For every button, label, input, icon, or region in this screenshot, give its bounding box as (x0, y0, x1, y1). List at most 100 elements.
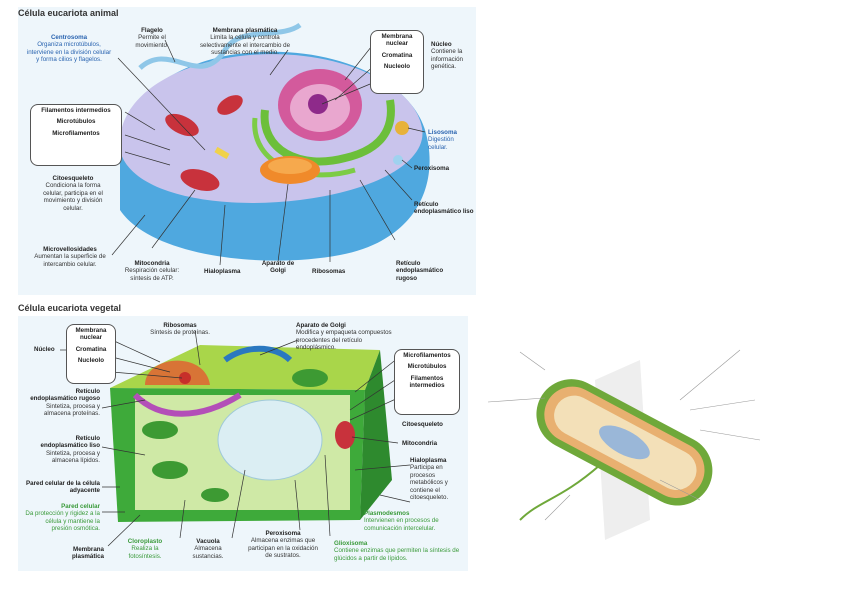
nucleoid (599, 425, 650, 460)
animal-label-golgi: Aparato de Golgi (258, 260, 298, 275)
animal-microvellosidades-name: Microvellosidades (43, 246, 97, 253)
plant-hialoplasma-desc: Participa en procesos metabólicos y cont… (410, 464, 449, 502)
centrosome (214, 146, 230, 160)
plant-nucleolo: Nucleolo (77, 357, 105, 365)
plant-label-rel: Retículo endoplasmático liso Sintetiza, … (30, 435, 100, 465)
animal-centrosoma-name: Centrosoma (50, 34, 88, 41)
plant-label-hialoplasma: Hialoplasma Participa en procesos metabó… (410, 457, 464, 501)
plant-nucleus (145, 360, 210, 385)
plant-label-pared-adyacente: Pared celular de la célula adyacente (24, 480, 100, 495)
plant-filamentos: Filamentos intermedios (409, 374, 445, 390)
animal-label-lisosoma: Lisosoma Digestión celular. (428, 129, 472, 151)
animal-nucleo-name: Núcleo (431, 41, 452, 48)
animal-label-membrana: Membrana plasmática Limita la célula y c… (198, 27, 292, 57)
peroxisome (393, 155, 403, 165)
plant-rel-name: Retículo endoplasmático liso (40, 435, 100, 450)
animal-nucleolo: Nucleolo (383, 63, 411, 71)
plant-label-rer: Retículo endoplasmático rugoso Sintetiza… (30, 388, 100, 418)
plant-label-peroxisoma: Peroxisoma Almacena enzimas que particip… (248, 530, 318, 560)
mitochondrion-3 (217, 95, 243, 115)
mitochondrion-2 (180, 169, 220, 191)
plant-label-ribosomas: Ribosomas Síntesis de proteínas. (140, 322, 220, 337)
lysosome (395, 121, 409, 135)
animal-flagelo-name: Flagelo (141, 27, 163, 34)
plant-nucleolus (179, 372, 191, 384)
animal-nucleo-desc: Contiene la información genética. (431, 48, 463, 71)
animal-label-hialoplasma: Hialoplasma (204, 268, 254, 275)
animal-ribosomas: Ribosomas (312, 268, 346, 275)
animal-label-rer: Retículo endoplasmático rugoso (396, 260, 458, 282)
animal-hialoplasma: Hialoplasma (204, 268, 241, 275)
animal-filamentos: Filamentos intermedios (41, 107, 111, 114)
plant-membrana: Membrana plasmática (72, 546, 104, 561)
plant-leader-lines (60, 329, 411, 547)
plant-peroxisoma-desc: Almacena enzimas que participan en la ox… (248, 537, 318, 560)
plant-cloroplasto-desc: Realiza la fotosíntesis. (128, 545, 162, 560)
animal-peroxisoma: Peroxisoma (414, 165, 450, 172)
chloroplast-4 (201, 488, 229, 502)
chloroplast-1 (142, 421, 178, 439)
animal-nucleus-labels: Membrana nuclear Cromatina Nucleolo (370, 30, 424, 94)
animal-citoesqueleto-desc: Condiciona la forma celular, participa e… (43, 182, 103, 212)
animal-rer: Retículo endoplasmático rugoso (396, 260, 444, 282)
plant-plasmodesmos-name: Plasmodesmos (364, 510, 410, 517)
animal-lisosoma-name: Lisosoma (428, 129, 457, 136)
animal-lisosoma-desc: Digestión celular. (428, 136, 454, 151)
animal-cromatina: Cromatina (381, 51, 413, 59)
plant-vacuola-name: Vacuola (196, 538, 220, 545)
plant-glioxisoma-name: Glioxisoma (334, 540, 368, 547)
plant-panel-title: Célula eucariota vegetal (18, 303, 122, 313)
animal-label-peroxisoma: Peroxisoma (414, 165, 474, 172)
animal-cytoskeleton-labels: Filamentos intermedios Microtúbulos Micr… (30, 104, 122, 166)
plant-cromatina: Cromatina (75, 345, 107, 353)
plant-pared-name: Pared celular (61, 503, 100, 510)
animal-nucleolus (308, 94, 328, 114)
animal-panel-title: Célula eucariota animal (18, 8, 119, 18)
flagellum (138, 22, 302, 70)
plant-label-golgi: Aparato de Golgi Modifica y empaqueta co… (296, 322, 392, 352)
plant-hialoplasma-name: Hialoplasma (410, 457, 447, 464)
chloroplast-3 (292, 369, 328, 387)
plant-microtubulos: Microtúbulos (407, 363, 447, 371)
animal-microvellosidades-desc: Aumentan la superficie de intercambio ce… (34, 253, 106, 268)
bacterial-flagellum (519, 464, 601, 521)
plant-label-glioxisoma: Glioxisoma Contiene enzimas que permiten… (334, 540, 464, 562)
animal-microfilamentos: Microfilamentos (52, 129, 100, 137)
plant-golgi-desc: Modifica y empaqueta compuestos proceden… (296, 329, 392, 352)
plant-glioxisoma-desc: Contiene enzimas que permiten la síntesi… (334, 547, 460, 562)
plant-ribosomas-name: Ribosomas (163, 322, 197, 329)
animal-membrana-desc: Limita la célula y controla selectivamen… (199, 34, 291, 57)
prokaryote-leader-lines (487, 349, 761, 521)
animal-label-mitocondria: Mitocondria Respiración celular: síntesi… (116, 260, 188, 282)
plant-mitocondria: Mitocondria (402, 440, 438, 447)
plant-microfilamentos: Microfilamentos (403, 352, 451, 359)
animal-golgi: Aparato de Golgi (261, 260, 295, 275)
plant-nucleus-labels: Membrana nuclear Cromatina Nucleolo (66, 324, 116, 384)
animal-mitocondria-desc: Respiración celular: síntesis de ATP. (124, 267, 180, 282)
plant-label-membrana: Membrana plasmática (52, 546, 104, 561)
animal-flagelo-desc: Permite el movimiento. (135, 34, 169, 49)
plant-rough-er (132, 392, 242, 417)
plant-ribosomas-desc: Síntesis de proteínas. (150, 329, 210, 337)
plant-membrana-nuclear: Membrana nuclear (75, 327, 107, 342)
mitochondrion-1 (165, 113, 199, 137)
plant-vacuola-desc: Almacena sustancias. (192, 545, 224, 560)
plant-pared-adyacente: Pared celular de la célula adyacente (26, 480, 100, 495)
animal-label-flagelo: Flagelo Permite el movimiento. (128, 27, 176, 49)
animal-label-rel: Retículo endoplasmático liso (414, 201, 474, 216)
plant-mitochondrion (335, 421, 355, 449)
plant-rer-name: Retículo endoplasmático rugoso (30, 388, 100, 403)
animal-label-ribosomas: Ribosomas (312, 268, 356, 275)
animal-microtubulos: Microtúbulos (56, 118, 96, 126)
animal-label-nucleo: Núcleo Contiene la información genética. (431, 41, 475, 71)
plant-cytoskeleton-labels: Microfilamentos Microtúbulos Filamentos … (394, 349, 460, 415)
plant-cell-wall-side (360, 350, 392, 520)
animal-citoesqueleto-name: Citoesqueleto (52, 175, 94, 182)
animal-label-centrosoma: Centrosoma Organiza microtúbulos, interv… (25, 34, 113, 64)
rough-er (260, 99, 395, 166)
animal-rel: Retículo endoplasmático liso (414, 201, 474, 216)
vacuole (217, 399, 323, 481)
plant-plasmodesmos-desc: Intervienen en procesos de comunicación … (364, 517, 439, 532)
